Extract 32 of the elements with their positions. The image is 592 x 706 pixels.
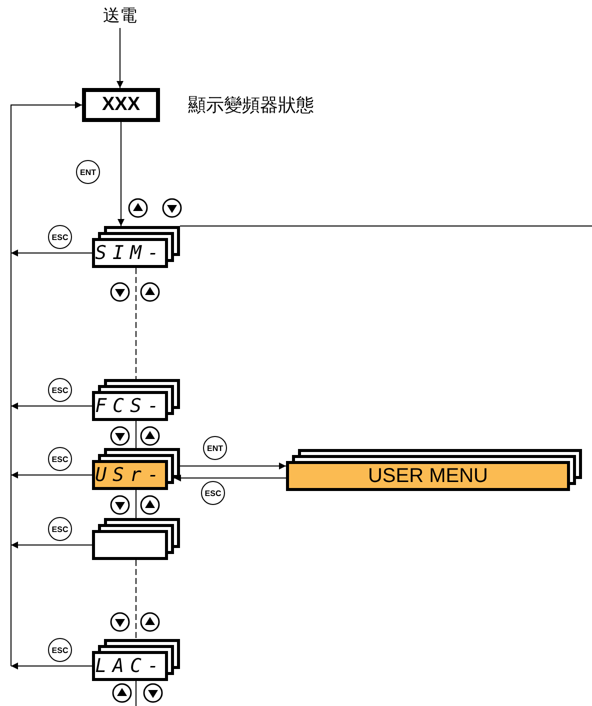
arrow [180, 462, 286, 470]
menu-title: USER MENU [366, 464, 489, 488]
arrow [10, 542, 92, 548]
start-label: 送電 [97, 4, 143, 28]
key-label: ESC [201, 481, 225, 505]
arrow [10, 662, 92, 670]
arrow [118, 122, 124, 226]
arrow [10, 250, 92, 256]
status-display-box: XXX [82, 88, 160, 122]
key-label: ESC [48, 378, 72, 402]
arrow [10, 402, 92, 410]
display-code: FCS- [94, 394, 166, 419]
key-label: ESC [48, 638, 72, 662]
key-label: ENT [203, 436, 227, 460]
menu-display-stack [92, 639, 180, 681]
arrow [116, 28, 124, 88]
display-code: SIM- [94, 241, 166, 266]
key-label: ESC [48, 447, 72, 471]
menu-screen-stack [286, 449, 582, 491]
arrow [10, 472, 92, 478]
menu-display-stack [92, 379, 180, 421]
arrow [174, 474, 286, 482]
key-label: ESC [48, 517, 72, 541]
menu-display-stack [92, 448, 180, 490]
status-caption: 顯示變頻器狀態 [188, 94, 314, 117]
menu-display-stack [92, 226, 180, 268]
key-label: ENT [76, 160, 100, 184]
return-arrow [10, 102, 82, 666]
key-label: ESC [48, 225, 72, 249]
display-code: LAC- [94, 654, 166, 679]
display-code: USr- [94, 463, 166, 488]
menu-display-stack [92, 518, 180, 560]
